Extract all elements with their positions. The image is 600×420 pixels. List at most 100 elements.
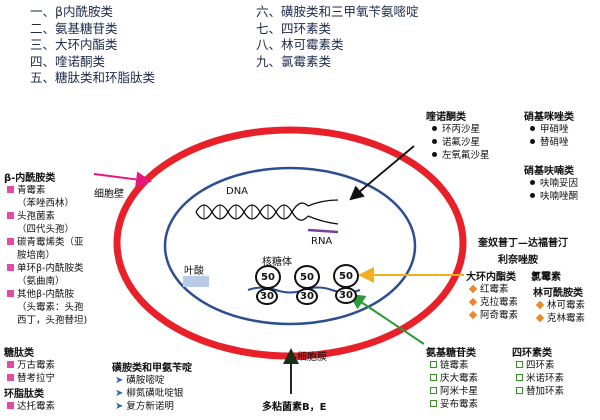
list-item: 克拉霉素 [466, 296, 518, 309]
ribosome-large-subunit: 50 [333, 264, 359, 288]
ribosome-small-subunit: 30 [256, 288, 278, 305]
list-item: 万古霉素 [4, 359, 55, 372]
list-item: 替硝唑 [524, 136, 574, 149]
orange-diamond-icon [535, 300, 545, 310]
list-item: ➤磺胺嘧啶 [115, 375, 165, 386]
list-item: 青霉素 [4, 184, 87, 197]
macrolide-group: 大环内酯类 红霉素 克拉霉素 阿奇霉素 [466, 268, 518, 322]
quinupristin-label: 奎奴普丁—达福普汀 [478, 238, 568, 249]
tetracycline-title: 四环素类 [512, 348, 552, 359]
rna-strand [307, 228, 339, 234]
bullet-dot-icon [432, 126, 437, 131]
list-item: （头霉素：头孢 [17, 302, 84, 313]
pink-square-icon [7, 402, 14, 409]
list-item: （四代头孢） [17, 224, 75, 235]
green-checkbox-icon [430, 400, 437, 407]
class-list-item: 一、β内酰胺类 [30, 4, 113, 19]
nitrofuran-title: 硝基呋喃类 [524, 166, 574, 177]
dna-helix [195, 199, 339, 225]
aminoglycoside-arrow [348, 293, 425, 345]
green-checkbox-icon [516, 387, 523, 394]
glycopeptide-group: 糖肽类 万古霉素 替考拉宁 环脂肽类 达托霉素 [4, 344, 55, 413]
bullet-dot-icon [432, 152, 437, 157]
list-item: 庆大霉素 [426, 372, 478, 385]
bullet-dot-icon [432, 139, 437, 144]
list-item: 米诺环素 [512, 372, 564, 385]
class-list-item: 二、氨基糖苷类 [30, 20, 118, 36]
class-list-left: 一、β内酰胺类 二、氨基糖苷类 三、大环内酯类 四、喹诺酮类 五、糖肽类和环脂肽… [30, 4, 155, 87]
orange-diamond-icon [468, 310, 478, 320]
bullet-dot-icon [530, 139, 535, 144]
class-list-item: 四、喹诺酮类 [30, 53, 106, 69]
pink-square-icon [7, 238, 14, 245]
arrow-bullet-icon: ➤ [115, 388, 124, 399]
orange-diamond-icon [535, 313, 545, 323]
list-item: （苯唑西林） [17, 198, 75, 209]
macrolide-title: 大环内酯类 [466, 272, 516, 283]
chloramphenicol-label: 氯霉素 [531, 272, 561, 283]
class-list-item: 六、磺胺类和三甲氧苄氨嘧啶 [256, 4, 419, 19]
cyclolipopeptide-title: 环脂肽类 [4, 389, 44, 400]
list-item: 红霉素 [466, 283, 518, 296]
bullet-dot-icon [530, 126, 535, 131]
green-checkbox-icon [430, 387, 437, 394]
class-list-item: 五、糖肽类和环脂肽类 [30, 70, 156, 85]
bullet-dot-icon [530, 180, 535, 185]
green-checkbox-icon [430, 374, 437, 381]
list-item: 左氧氟沙星 [426, 149, 490, 162]
tetracycline-group: 四环素类 四环素 米诺环素 替加环素 [512, 344, 564, 398]
ribosome-small-subunit: 30 [335, 287, 357, 304]
orange-diamond-icon [468, 284, 478, 294]
rna-label: RNA [311, 236, 333, 247]
linezolid-label: 利奈唑胺 [498, 255, 538, 266]
list-item: 达托霉素 [4, 400, 55, 413]
orange-diamond-icon [468, 297, 478, 307]
beta-lactam-title: β-内酰胺类 [4, 173, 56, 184]
nitroimidazole-group: 硝基咪唑类 甲硝唑 替硝唑 [524, 108, 574, 149]
list-item: 其他β-内酰胺 [4, 288, 87, 301]
list-item: 替考拉宁 [4, 372, 55, 385]
class-list-item: 九、氯霉素类 [256, 53, 332, 69]
list-item: 单环β-内酰胺类 [4, 262, 87, 275]
list-item: 诺氟沙星 [426, 136, 490, 149]
list-item: 西丁，头孢替坦) [17, 315, 88, 326]
list-item: 呋喃妥因 [524, 177, 578, 190]
list-item: 链霉素 [426, 359, 478, 372]
pink-square-icon [7, 374, 14, 381]
list-item: 甲硝唑 [524, 123, 574, 136]
bullet-dot-icon [530, 193, 535, 198]
polymyxin-title: 多粘菌素B，E [262, 402, 327, 413]
beta-lactam-group: β-内酰胺类 青霉素 （苯唑西林） 头孢菌素 （四代头孢） 碳青霉烯类（亚 胺培… [4, 169, 87, 327]
nitrofuran-group: 硝基呋喃类 呋喃妥因 呋喃唑酮 [524, 162, 578, 203]
pink-square-icon [7, 290, 14, 297]
cell-membrane-ring [163, 166, 417, 326]
dna-label: DNA [226, 186, 249, 197]
green-checkbox-icon [516, 361, 523, 368]
folate-box [183, 276, 209, 287]
pink-square-icon [7, 186, 14, 193]
green-checkbox-icon [430, 361, 437, 368]
beta-lactam-arrow [93, 171, 152, 188]
quinolone-title: 喹诺酮类 [426, 112, 466, 123]
pink-square-icon [7, 361, 14, 368]
class-list-item: 三、大环内酯类 [30, 37, 118, 52]
aminoglycoside-group: 氨基糖苷类 链霉素 庆大霉素 阿米卡星 妥布霉素 [426, 344, 478, 411]
list-item: 碳青霉烯类（亚 [4, 236, 87, 249]
list-item: 克林霉素 [533, 312, 585, 325]
pink-square-icon [7, 264, 14, 271]
list-item: 胺培南） [17, 250, 56, 261]
list-item: ➤复方新诺明 [115, 401, 174, 412]
quinolone-arrow [349, 145, 415, 201]
arrow-bullet-icon: ➤ [115, 401, 124, 412]
list-item: 阿米卡星 [426, 385, 478, 398]
lincosamide-title: 林可酰胺类 [533, 288, 583, 299]
ribosome-small-subunit: 30 [296, 288, 318, 305]
class-list-item: 七、四环素类 [256, 20, 332, 36]
sulfonamide-title: 磺胺类和甲氨苄啶 [112, 363, 192, 374]
list-item: 林可霉素 [533, 299, 585, 312]
list-item: 四环素 [512, 359, 564, 372]
cell-membrane-label: 细胞膜 [297, 352, 327, 363]
folate-label: 叶酸 [184, 266, 204, 277]
list-item: （氨曲南） [17, 276, 65, 287]
aminoglycoside-title: 氨基糖苷类 [426, 348, 476, 359]
